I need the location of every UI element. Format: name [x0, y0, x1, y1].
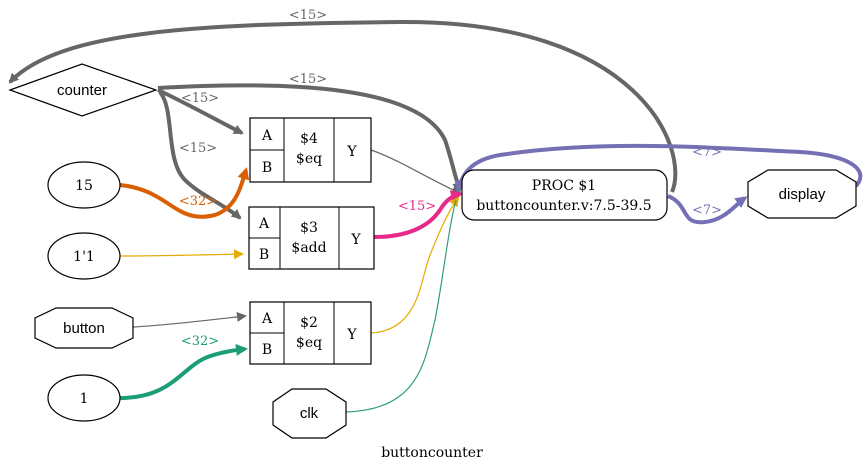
edge-clk-to-proc [345, 199, 457, 413]
cell-eq4-port-y: Y [346, 144, 357, 160]
cell-eq4-op: $eq [296, 151, 322, 167]
edge-proc-to-counter [8, 19, 678, 193]
node-const-1-label: 1 [80, 391, 89, 407]
edge-label-1-to-eq2: <32> [181, 334, 219, 349]
cell-eq2-op: $eq [296, 335, 322, 351]
edge-label-top-feedback: <15> [289, 8, 327, 23]
cell-add3[interactable]: A B $3 $add Y [248, 206, 375, 270]
cell-eq2-port-a: A [261, 311, 273, 327]
cell-add3-op: $add [291, 240, 326, 256]
edge-proc-to-display [667, 194, 748, 225]
edge-label-counter-to-eq4: <15> [181, 91, 219, 106]
node-button-label: button [63, 320, 105, 337]
cell-eq2-port-y: Y [346, 327, 357, 343]
edge-15-to-eq4 [119, 167, 250, 219]
node-const-1p1[interactable]: 1'1 [47, 232, 121, 280]
cell-eq2-id: $2 [300, 315, 318, 331]
edge-counter-to-add3 [158, 90, 242, 220]
node-display[interactable]: display [747, 169, 857, 219]
module-title: buttoncounter [381, 445, 483, 461]
edge-counter-to-eq4 [157, 88, 244, 135]
cell-eq4[interactable]: A B $4 $eq Y [249, 117, 372, 183]
node-counter[interactable]: counter [8, 63, 158, 117]
cell-eq2[interactable]: A B $2 $eq Y [249, 301, 372, 365]
node-const-1[interactable]: 1 [47, 374, 121, 422]
edge-counter-to-proc [157, 83, 462, 192]
edge-display-back-to-proc [454, 143, 863, 193]
node-const-1p1-label: 1'1 [73, 249, 95, 265]
edge-button-to-eq2 [132, 311, 247, 328]
edge-label-15-to-eq4: <32> [179, 194, 217, 209]
cell-eq4-port-b: B [262, 160, 272, 176]
edge-eq2-to-proc [370, 196, 460, 334]
node-proc[interactable]: PROC $1 buttoncounter.v:7.5-39.5 [461, 169, 668, 221]
cell-eq4-id: $4 [300, 131, 318, 147]
node-counter-label: counter [57, 82, 107, 99]
cell-eq2-port-b: B [262, 342, 272, 358]
cell-add3-id: $3 [300, 220, 318, 236]
node-button[interactable]: button [34, 307, 134, 349]
edge-eq4-to-proc [370, 149, 462, 195]
node-const-15-label: 15 [75, 178, 93, 194]
edge-1-to-eq2 [119, 343, 248, 400]
edge-1p1-to-add3 [119, 249, 244, 260]
edge-label-add3-to-proc: <15> [398, 199, 436, 214]
edge-label-proc-to-display: <7> [692, 203, 722, 218]
cell-add3-port-y: Y [350, 232, 361, 248]
cell-eq4-port-a: A [261, 128, 273, 144]
node-const-15[interactable]: 15 [47, 161, 121, 209]
node-clk-label: clk [300, 405, 319, 422]
edge-label-display-back: <7> [692, 145, 722, 160]
node-clk[interactable]: clk [272, 388, 347, 439]
cell-add3-port-b: B [259, 247, 269, 263]
node-proc-title: PROC $1 [532, 178, 596, 194]
edge-label-counter-to-proc: <15> [289, 72, 327, 87]
node-display-label: display [779, 186, 826, 203]
cell-add3-port-a: A [258, 216, 270, 232]
edge-label-counter-to-add3: <15> [179, 141, 217, 156]
node-proc-source: buttoncounter.v:7.5-39.5 [476, 198, 651, 214]
